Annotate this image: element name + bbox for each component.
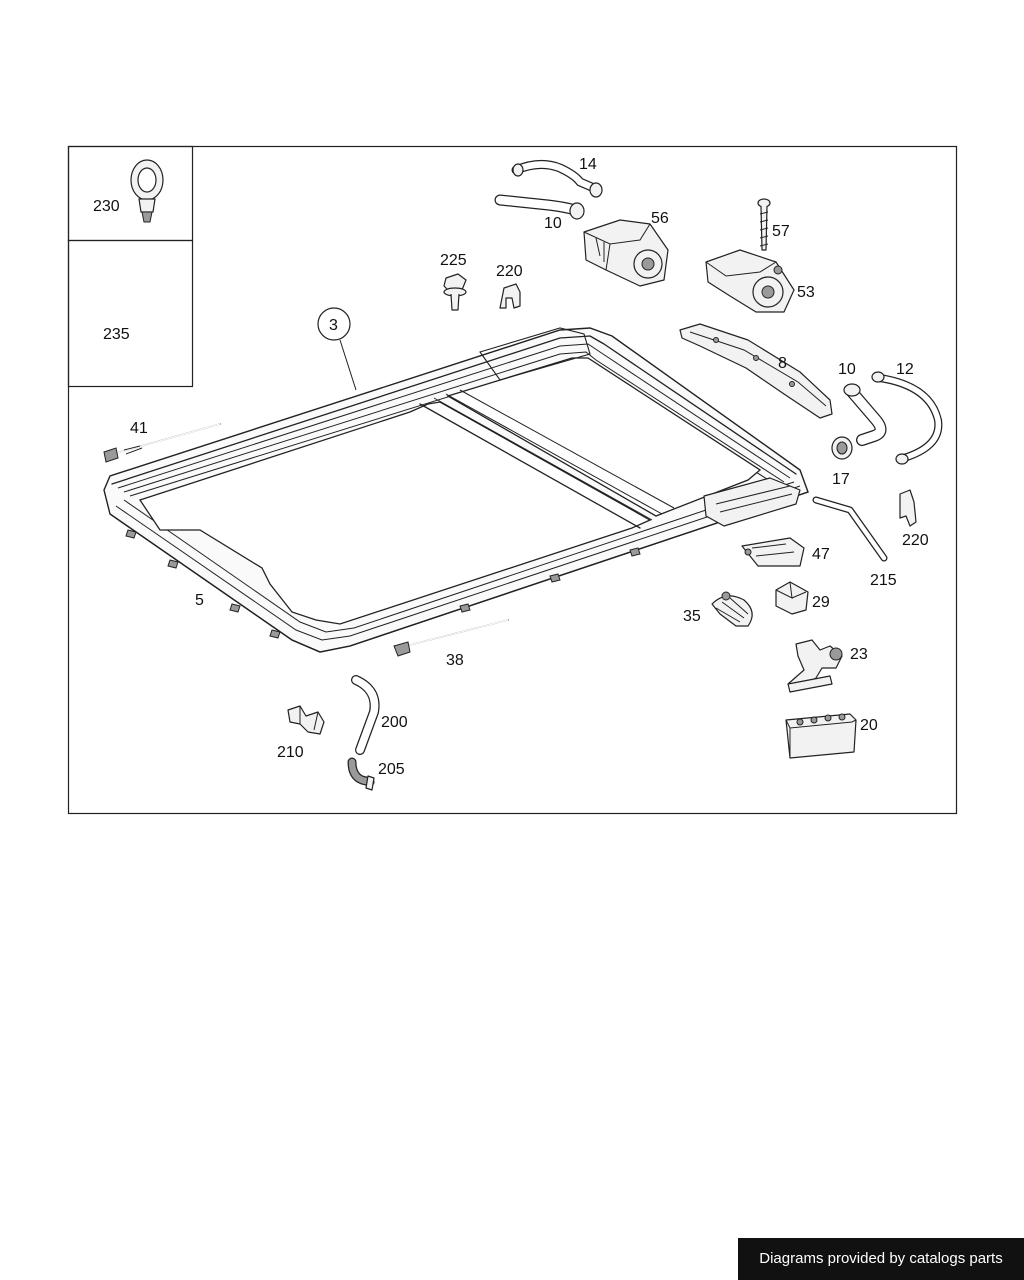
part-210-clip[interactable] xyxy=(287,705,325,735)
callout-8: 8 xyxy=(778,355,787,372)
part-200-hose[interactable] xyxy=(351,675,380,755)
part-17-grommet[interactable] xyxy=(831,436,853,460)
callout-215: 215 xyxy=(870,572,897,589)
diagram-frame xyxy=(67,145,958,815)
part-10-hose-upper[interactable] xyxy=(494,194,585,220)
part-56-drive-motor[interactable] xyxy=(583,219,669,287)
callout-53: 53 xyxy=(797,284,815,301)
callout-10-upper: 10 xyxy=(544,215,562,232)
callout-10-right: 10 xyxy=(838,361,856,378)
callout-14: 14 xyxy=(579,156,597,173)
callout-3: 3 xyxy=(329,317,338,334)
callout-3-circle xyxy=(317,307,357,391)
part-215-hose[interactable] xyxy=(812,496,888,562)
callout-205: 205 xyxy=(378,761,405,778)
part-35-gear-segment[interactable] xyxy=(711,591,753,627)
part-12-hose[interactable] xyxy=(871,371,943,465)
part-10-hose-right[interactable] xyxy=(843,383,887,446)
part-3-sunroof-frame[interactable] xyxy=(103,327,809,653)
callout-230: 230 xyxy=(93,198,120,215)
part-225-bolt[interactable] xyxy=(443,273,467,311)
callout-29: 29 xyxy=(812,594,830,611)
part-205-elbow[interactable] xyxy=(347,757,375,791)
callout-5: 5 xyxy=(195,592,204,609)
callout-57: 57 xyxy=(772,223,790,240)
part-53-drive-motor[interactable] xyxy=(705,249,795,313)
inset-box-235 xyxy=(67,239,194,388)
inset-box-230 xyxy=(67,145,194,242)
callout-220-right: 220 xyxy=(902,532,929,549)
part-220-clip-upper[interactable] xyxy=(499,283,521,309)
part-23-lever[interactable] xyxy=(787,639,843,693)
callout-17: 17 xyxy=(832,471,850,488)
part-235-crank-handle[interactable] xyxy=(82,260,148,362)
callout-12: 12 xyxy=(896,361,914,378)
part-14-hose[interactable] xyxy=(511,160,603,198)
part-47-bracket[interactable] xyxy=(741,537,805,567)
credit-banner: Diagrams provided by catalogs parts xyxy=(738,1238,1024,1280)
callout-35: 35 xyxy=(683,608,701,625)
part-29-block[interactable] xyxy=(775,581,809,615)
callout-220-upper: 220 xyxy=(496,263,523,280)
part-220-clip-right[interactable] xyxy=(899,489,917,527)
part-20-cover[interactable] xyxy=(785,713,857,759)
part-57-screw[interactable] xyxy=(757,198,771,251)
callout-200: 200 xyxy=(381,714,408,731)
callout-235: 235 xyxy=(103,326,130,343)
callout-23: 23 xyxy=(850,646,868,663)
part-41-drive-cable[interactable] xyxy=(103,423,221,463)
callout-210: 210 xyxy=(277,744,304,761)
part-38-drive-cable[interactable] xyxy=(393,619,509,657)
part-8-rail-bracket[interactable] xyxy=(679,323,833,419)
callout-56: 56 xyxy=(651,210,669,227)
part-230-eye-bolt[interactable] xyxy=(130,159,164,223)
callout-20: 20 xyxy=(860,717,878,734)
callout-47: 47 xyxy=(812,546,830,563)
callout-41: 41 xyxy=(130,420,148,437)
callout-225: 225 xyxy=(440,252,467,269)
callout-38: 38 xyxy=(446,652,464,669)
